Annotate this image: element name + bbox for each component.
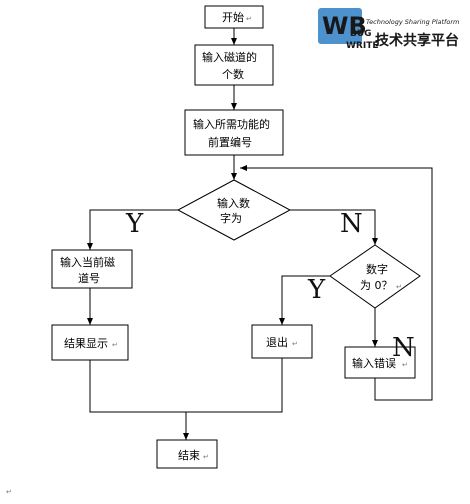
watermark-tagline: Technology Sharing Platform (366, 18, 459, 26)
decision-input-line2: 字为 (220, 211, 242, 225)
branch-label-yes: Y (125, 209, 144, 239)
input-prefix-line2: 前置编号 (208, 135, 252, 149)
branch-label-no: N (340, 209, 363, 239)
input-error-node: 输入错误 ↵ (344, 346, 416, 379)
input-prefix-node: 输入所需功能的 前置编号 (184, 109, 284, 156)
input-prefix-line1: 输入所需功能的 (193, 117, 270, 131)
input-current-node: 输入当前磁 道号 (51, 249, 133, 289)
decision-zero-node: 数字 为 0？ ↵ (329, 244, 421, 309)
logo-sub-bug: BUG (350, 29, 372, 39)
return-mark: ↵ (402, 361, 408, 369)
return-mark: ↵ (292, 340, 298, 348)
input-count-line2: 个数 (222, 68, 244, 81)
exit-node: 退出 ↵ (251, 324, 313, 359)
connector-lines (87, 28, 433, 440)
watermark-name: 技术共享平台 (375, 32, 459, 49)
arrow-decision-yes (87, 209, 178, 250)
branch-label-yes: Y (307, 275, 326, 305)
input-count-node: 输入磁道的 个数 (194, 44, 274, 86)
return-mark: ↵ (6, 488, 12, 496)
logo-letters: WB (322, 12, 367, 40)
decision-zero-line1: 数字 (366, 262, 388, 276)
return-mark: ↵ (396, 283, 402, 291)
input-current-line1: 输入当前磁 (60, 255, 115, 269)
return-mark: ↵ (112, 341, 118, 349)
arrow-zero-yes (279, 275, 330, 325)
arrow-decision-no (290, 209, 378, 245)
merge-lines (89, 358, 283, 413)
result-node: 结果显示 ↵ (51, 324, 129, 361)
decision-input-node: 输入数 字为 (176, 179, 292, 241)
watermark-logo: WB BUG WRITE Technology Sharing Platform… (318, 8, 459, 51)
return-mark: ↵ (203, 453, 209, 461)
branch-label-no: N (392, 333, 415, 363)
input-current-line2: 道号 (78, 271, 100, 285)
start-label: 开始 (222, 10, 244, 24)
decision-zero-line2: 为 0？ (360, 279, 393, 292)
logo-sub-write: WRITE (346, 41, 379, 51)
exit-label: 退出 (266, 335, 288, 349)
input-count-line1: 输入磁道的 (202, 50, 257, 64)
return-mark: ↵ (246, 15, 252, 23)
start-node: 开始 ↵ (204, 5, 264, 29)
logo-badge (318, 8, 362, 44)
end-label: 结束 (178, 449, 200, 462)
end-node: 结束 ↵ (156, 439, 218, 469)
input-error-label: 输入错误 (352, 356, 396, 370)
loop-error-to-prefix (240, 165, 433, 401)
result-label: 结果显示 (64, 337, 108, 350)
decision-input-line1: 输入数 (217, 196, 250, 210)
